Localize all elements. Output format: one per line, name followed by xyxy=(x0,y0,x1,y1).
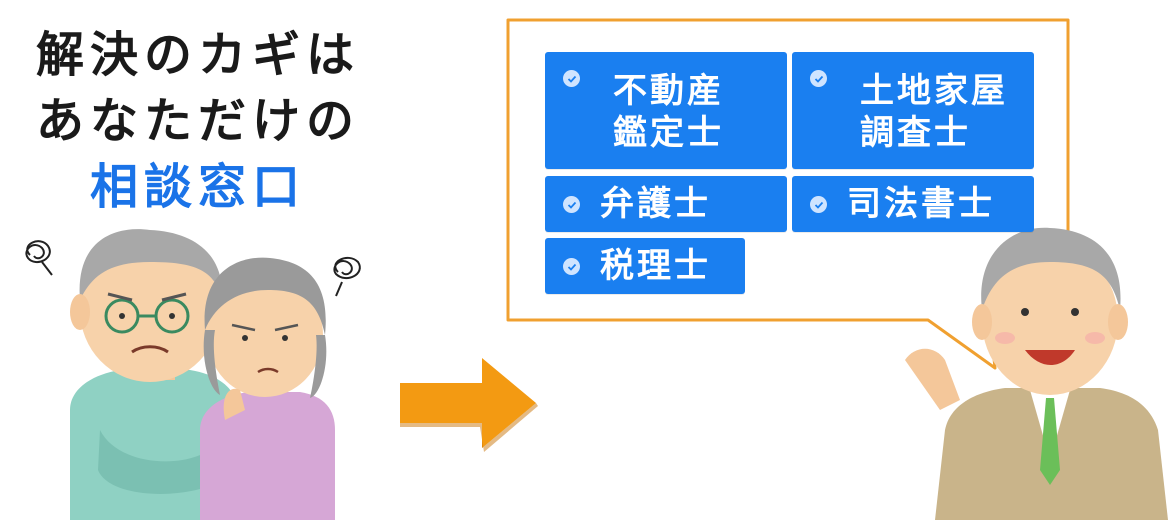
check-icon xyxy=(563,196,580,213)
check-icon xyxy=(563,70,580,87)
profession-label: 弁護士 xyxy=(600,184,711,224)
arrow-right-icon xyxy=(400,358,538,452)
profession-tile: 不動産 鑑定士 xyxy=(545,52,787,169)
profession-tile: 土地家屋 調査士 xyxy=(792,52,1034,169)
worry-swirl-icon xyxy=(25,240,53,276)
profession-label: 司法書士 xyxy=(847,184,995,224)
headline-line-3: 相談窓口 xyxy=(89,159,306,215)
profession-label: 税理士 xyxy=(600,246,711,286)
profession-tile: 税理士 xyxy=(545,238,745,294)
profession-tile: 司法書士 xyxy=(792,176,1034,232)
elderly-woman-illustration xyxy=(200,257,335,520)
worry-swirl-icon xyxy=(333,256,361,297)
headline: 解決のカギは あなただけの 相談窓口 xyxy=(18,22,378,220)
check-icon xyxy=(810,70,827,87)
profession-tile: 弁護士 xyxy=(545,176,787,232)
profession-label: 土地家屋 調査士 xyxy=(860,71,1008,153)
headline-line-2: あなただけの xyxy=(35,93,360,149)
headline-line-1: 解決のカギは xyxy=(35,27,360,83)
check-icon xyxy=(810,196,827,213)
check-icon xyxy=(563,258,580,275)
businessman-illustration xyxy=(905,227,1168,520)
elderly-man-illustration xyxy=(70,229,240,520)
profession-label: 不動産 鑑定士 xyxy=(613,71,724,153)
